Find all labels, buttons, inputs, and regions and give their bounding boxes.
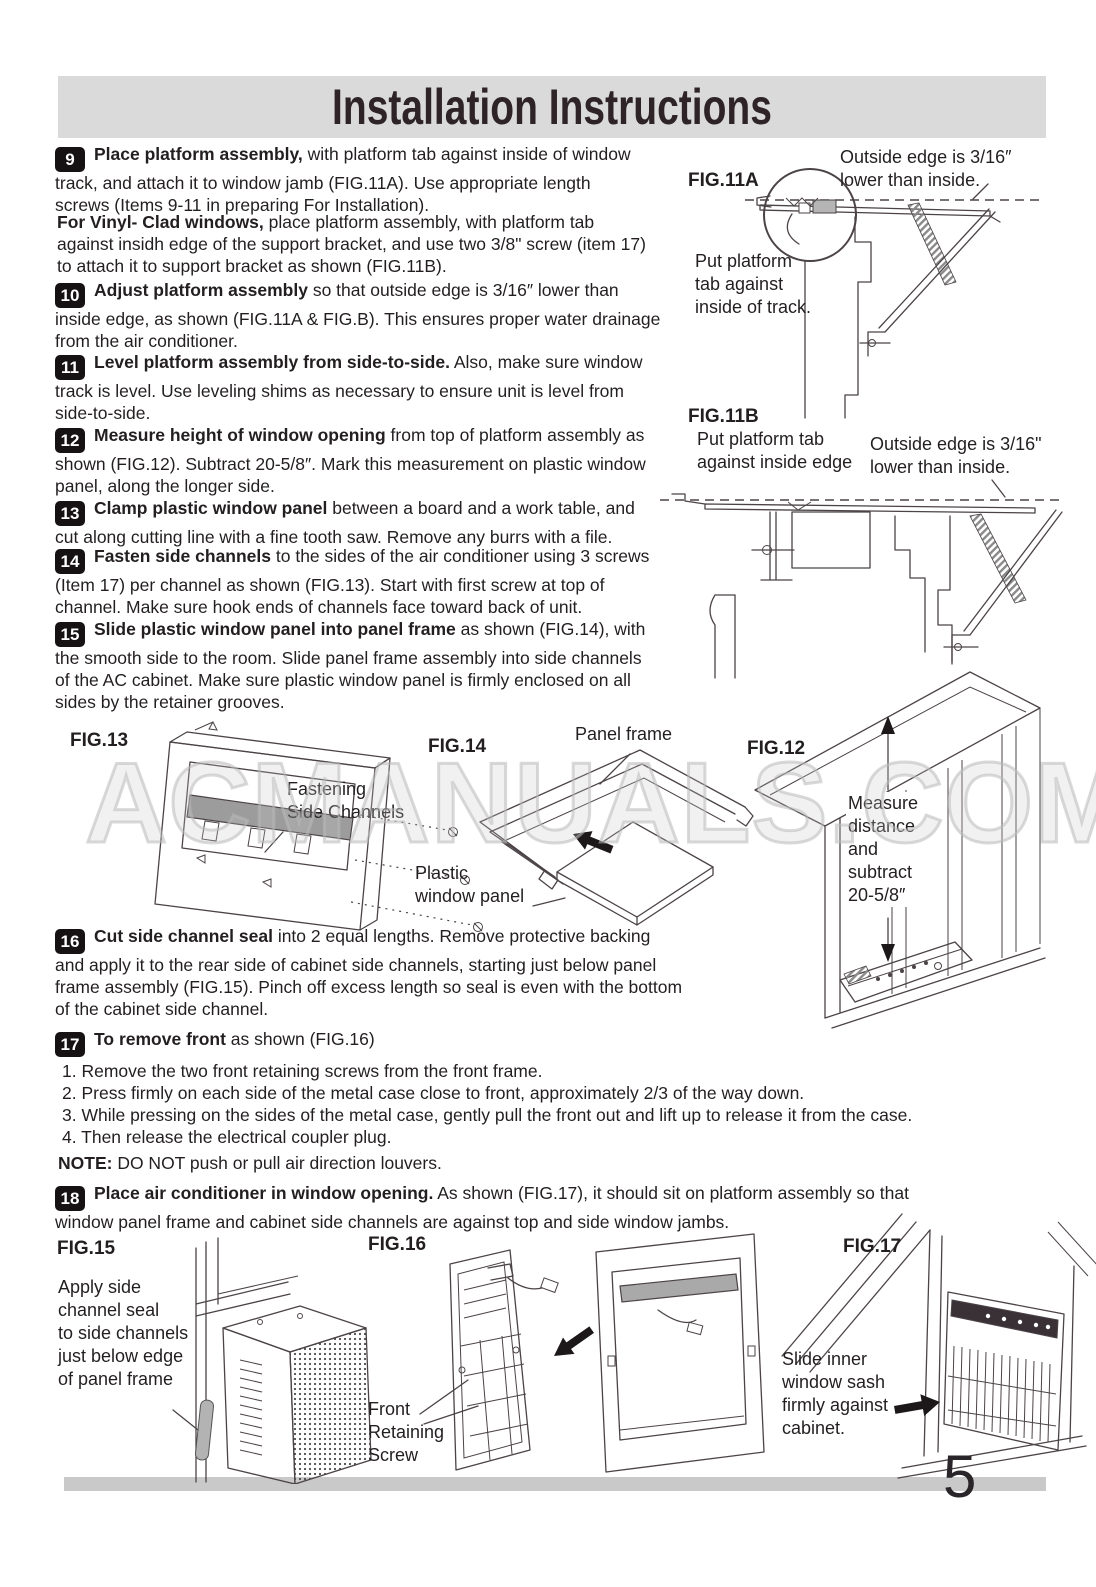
step-9-vinyl-note: For Vinyl- Clad windows, place platform …: [57, 211, 727, 277]
step-text: into 2 equal lengths. Remove protective …: [55, 926, 683, 1019]
fig15-drawing: [172, 1237, 372, 1484]
fig11a-label: FIG.11A: [688, 170, 759, 191]
fig15-label: FIG.15: [57, 1238, 116, 1259]
step-text: as shown (FIG.16): [225, 1029, 375, 1049]
step-text: as shown (FIG.14), with the smooth side …: [55, 619, 646, 712]
step-bold-text: Cut side channel seal: [94, 926, 273, 946]
step-number-badge: 12: [55, 428, 85, 453]
step-bold-text: Measure height of window opening: [94, 425, 386, 445]
fig11a-drawing: [745, 168, 1040, 419]
step-number-badge: 11: [55, 355, 85, 380]
step-number-badge: 13: [55, 501, 85, 526]
fig14-drawing: [479, 749, 754, 926]
step-number-badge: 17: [55, 1032, 85, 1057]
step-text: between a board and a work table, and cu…: [55, 498, 635, 547]
title-banner: Installation Instructions: [58, 76, 1046, 138]
list-item: 4. Then release the electrical coupler p…: [62, 1127, 392, 1147]
step-number-badge: 10: [55, 283, 85, 308]
step-bold-text: Fasten side channels: [94, 546, 272, 566]
step-18: 18 Place air conditioner in window openin…: [55, 1182, 1045, 1233]
step-number-badge: 14: [55, 549, 85, 574]
fig11b-label: FIG.11B: [688, 406, 759, 427]
step-bold-text: For Vinyl- Clad windows,: [57, 212, 264, 232]
fig16-drawing: [419, 1233, 765, 1473]
step-16: 16 Cut side channel seal into 2 equal len…: [55, 925, 765, 1020]
figure-11b: FIG.11B Put platform tab against inside …: [640, 400, 1090, 700]
step-text: so that outside edge is 3/16″ lower than…: [55, 280, 661, 351]
page-title: Installation Instructions: [332, 79, 772, 135]
step-bold-text: Level platform assembly from side-to-sid…: [94, 352, 450, 372]
fig11b-note-outside: Outside edge is 3/16" lower than inside.: [870, 434, 1042, 477]
note-line: NOTE: DO NOT push or pull air direction …: [58, 1152, 758, 1174]
step-15: 15 Slide plastic window panel into panel …: [55, 618, 725, 713]
step-17: 17 To remove front as shown (FIG.16): [55, 1028, 725, 1057]
footer-bar: [64, 1477, 1046, 1491]
step-bold-text: Place platform assembly,: [94, 144, 303, 164]
step-text: Also, make sure window track is level. U…: [55, 352, 643, 423]
figure-14: FIG.14 Panel frame Plastic window panel: [405, 722, 765, 937]
figure-16: FIG.16 Front Retaining Screw: [358, 1228, 790, 1484]
step-number-badge: 9: [55, 147, 85, 172]
fig16-label: FIG.16: [368, 1234, 427, 1255]
step-9: 9 Place platform assembly, with platform …: [55, 143, 725, 216]
step-number-badge: 15: [55, 622, 85, 647]
figure-15: FIG.15 Apply side channel seal to side c…: [48, 1232, 383, 1484]
step-10: 10 Adjust platform assembly so that outsi…: [55, 279, 725, 352]
step-11: 11 Level platform assembly from side-to-s…: [55, 351, 725, 424]
step-number-badge: 18: [55, 1186, 85, 1211]
step-bold-text: Slide plastic window panel into panel fr…: [94, 619, 456, 639]
step-bold-text: Clamp plastic window panel: [94, 498, 328, 518]
list-item: 3. While pressing on the sides of the me…: [62, 1105, 913, 1125]
step-text: to the sides of the air conditioner usin…: [55, 546, 650, 617]
step-text: As shown (FIG.17), it should sit on plat…: [55, 1183, 909, 1232]
note-bold: NOTE:: [58, 1153, 113, 1173]
step-text: with platform tab against inside of wind…: [55, 144, 631, 215]
fig11b-drawing: [660, 479, 1065, 679]
figure-17: FIG.17 Slide inner window sash firmly ag…: [752, 1206, 1096, 1482]
fig13-label: FIG.13: [70, 730, 129, 751]
step-bold-text: Place air conditioner in window opening.: [94, 1183, 434, 1203]
fig17-label: FIG.17: [843, 1236, 902, 1257]
page-number: 5: [943, 1443, 977, 1510]
step-text: from top of platform assembly as shown (…: [55, 425, 646, 496]
fig12-label: FIG.12: [747, 738, 806, 759]
fig11b-note-tab: Put platform tab against inside edge: [697, 429, 853, 472]
list-item: 2. Press firmly on each side of the meta…: [62, 1083, 805, 1103]
fig16-note-screw: Front Retaining Screw: [368, 1399, 445, 1465]
fig12-note-measure: Measure distance and subtract 20-5/8″: [846, 792, 921, 907]
figure-13: FIG.13 Fastening Side Channels: [55, 720, 525, 938]
step-number-badge: 16: [55, 929, 85, 954]
step-bold-text: Adjust platform assembly: [94, 280, 308, 300]
figure-11a: FIG.11A Outside edge is 3/16″ lower than…: [640, 142, 1090, 420]
note-text: DO NOT push or pull air direction louver…: [112, 1153, 442, 1173]
step-14: 14 Fasten side channels to the sides of t…: [55, 545, 725, 618]
fig14-note-frame: Panel frame: [575, 724, 673, 744]
fig13-drawing: [154, 720, 483, 932]
fig14-note-panel: Plastic window panel: [415, 863, 525, 906]
fig17-drawing: [781, 1213, 1096, 1479]
fig13-note-channels: Fastening Side Channels: [287, 779, 405, 822]
step-bold-text: To remove front: [94, 1029, 226, 1049]
fig14-label: FIG.14: [428, 736, 487, 757]
step-12: 12 Measure height of window opening from …: [55, 424, 725, 497]
step-text: place platform assembly, with platform t…: [57, 212, 646, 276]
fig17-note-sash: Slide inner window sash firmly against c…: [782, 1349, 889, 1438]
fig11a-note-outside: Outside edge is 3/16″ lower than inside.: [840, 147, 1012, 190]
fig11a-note-tab: Put platform tab against inside of track…: [695, 251, 812, 317]
fig15-note-seal: Apply side channel seal to side channels…: [58, 1277, 189, 1389]
figure-12: FIG.12 Measure distance and subtract 20-…: [740, 630, 1090, 1030]
list-item: 1. Remove the two front retaining screws…: [62, 1061, 543, 1081]
step-17-list: 1. Remove the two front retaining screws…: [62, 1060, 1062, 1148]
step-13: 13 Clamp plastic window panel between a b…: [55, 497, 725, 548]
